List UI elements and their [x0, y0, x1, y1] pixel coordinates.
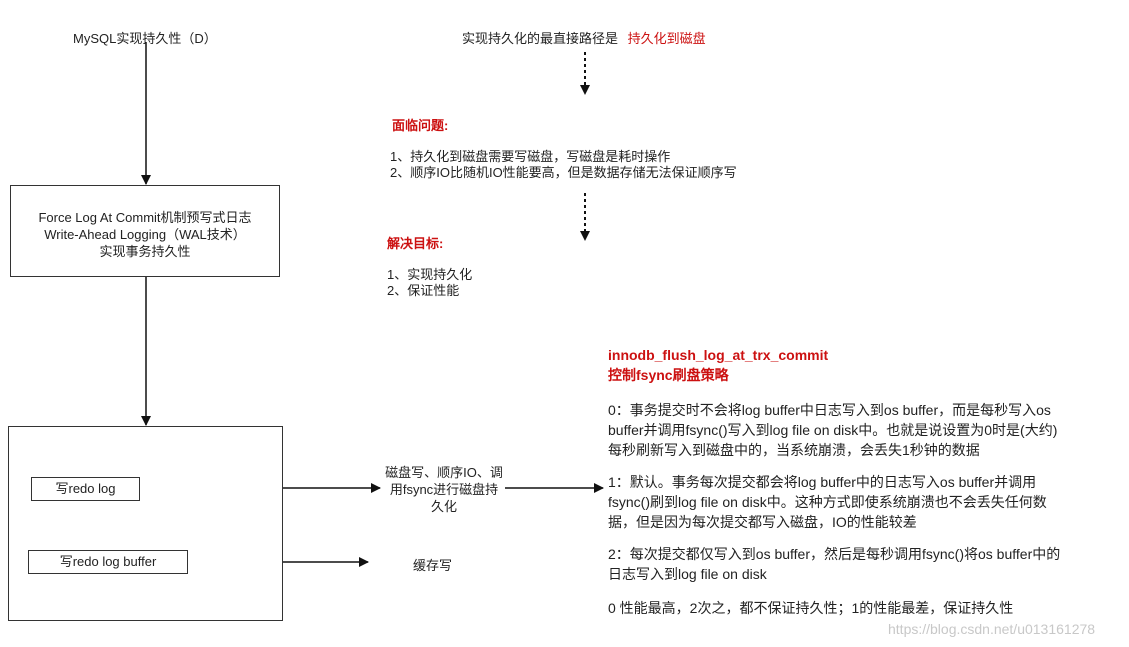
- policy-option-0: 0：事务提交时不会将log buffer中日志写入到os buffer，而是每秒…: [608, 400, 1057, 460]
- problem-item-1: 1、持久化到磁盘需要写磁盘，写磁盘是耗时操作: [390, 149, 671, 164]
- watermark: https://blog.csdn.net/u013161278: [888, 621, 1096, 637]
- policy-option-2: 2：每次提交都仅写入到os buffer，然后是每秒调用fsync()将os b…: [608, 544, 1060, 584]
- policy-1-line-3: 据，但是因为每次提交都写入磁盘，IO的性能较差: [608, 514, 917, 530]
- disk-write-label: 磁盘写、顺序IO、调 用fsync进行磁盘持 久化: [383, 464, 505, 515]
- disk-write-line-3: 久化: [430, 499, 457, 514]
- policy-option-1: 1：默认。事务每次提交都会将log buffer中的日志写入os buffer并…: [608, 472, 1047, 532]
- goals-heading: 解决目标:: [387, 236, 444, 251]
- wal-box: Force Log At Commit机制预写式日志 Write-Ahead L…: [10, 185, 280, 277]
- problem-item-2: 2、顺序IO比随机IO性能要高，但是数据存储无法保证顺序写: [390, 165, 737, 180]
- wal-line-2: Write-Ahead Logging（WAL技术）: [44, 227, 246, 242]
- disk-write-line-2: 用fsync进行磁盘持: [389, 482, 499, 497]
- policy-0-line-3: 每秒刷新写入到磁盘中的，当系统崩溃，会丢失1秒钟的数据: [608, 442, 980, 458]
- direct-path-prefix: 实现持久化的最直接路径是: [462, 31, 619, 46]
- policy-0-line-2: buffer并调用fsync()写入到log file on disk中。也就是…: [608, 422, 1058, 438]
- policy-summary: 0 性能最高，2次之，都不保证持久性；1的性能最差，保证持久性: [608, 600, 1014, 616]
- redo-container: [8, 426, 283, 621]
- disk-write-line-1: 磁盘写、顺序IO、调: [385, 465, 503, 480]
- direct-path-highlight: 持久化到磁盘: [627, 31, 706, 46]
- policy-subtitle: 控制fsync刷盘策略: [608, 367, 729, 383]
- policy-1-line-1: 1：默认。事务每次提交都会将log buffer中的日志写入os buffer并…: [608, 474, 1037, 490]
- direct-path-title: 实现持久化的最直接路径是 持久化到磁盘: [462, 28, 706, 47]
- policy-2-line-2: 日志写入到log file on disk: [608, 566, 767, 582]
- redo-log-buffer-label: 写redo log buffer: [59, 554, 157, 569]
- policy-0-line-1: 0：事务提交时不会将log buffer中日志写入到os buffer，而是每秒…: [608, 402, 1051, 418]
- policy-1-line-2: fsync()刷到log file on disk中。这种方式即使系统崩溃也不会…: [608, 494, 1047, 510]
- goal-item-2: 2、保证性能: [387, 283, 460, 298]
- policy-title: innodb_flush_log_at_trx_commit: [608, 347, 829, 363]
- wal-line-1: Force Log At Commit机制预写式日志: [38, 210, 252, 225]
- wal-line-3: 实现事务持久性: [99, 244, 191, 259]
- redo-log-label: 写redo log: [55, 481, 116, 496]
- redo-log-buffer-box: 写redo log buffer: [28, 550, 188, 574]
- problems-heading: 面临问题:: [392, 118, 449, 133]
- mysql-durability-title: MySQL实现持久性（D）: [73, 31, 217, 46]
- redo-log-box: 写redo log: [31, 477, 140, 501]
- policy-2-line-1: 2：每次提交都仅写入到os buffer，然后是每秒调用fsync()将os b…: [608, 546, 1061, 562]
- goal-item-1: 1、实现持久化: [387, 267, 473, 282]
- cache-write-label: 缓存写: [413, 558, 453, 573]
